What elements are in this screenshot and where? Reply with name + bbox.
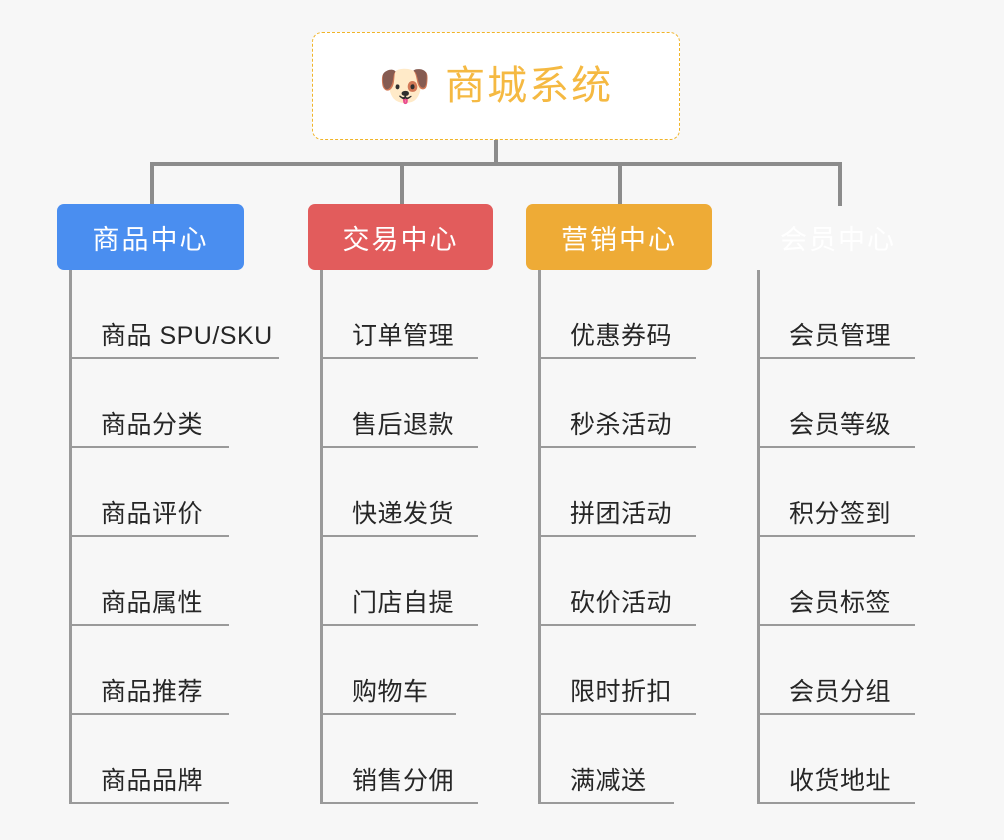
connector-horizontal-bus (150, 162, 842, 166)
category-column-trade-center: 交易中心订单管理售后退款快递发货门店自提购物车销售分佣 (308, 204, 493, 804)
leaf-item-underline (760, 535, 915, 537)
leaf-item[interactable]: 商品分类 (72, 359, 273, 448)
leaf-list-product-center: 商品 SPU/SKU 商品分类商品评价商品属性商品推荐商品品牌 (69, 270, 279, 804)
leaf-item-label: 商品属性 (101, 589, 204, 617)
leaf-item[interactable]: 快递发货 (323, 448, 493, 537)
leaf-list-member-center: 会员管理会员等级积分签到会员标签会员分组收货地址 (757, 270, 931, 804)
leaf-item-underline (72, 357, 279, 359)
leaf-item-label: 砍价活动 (570, 589, 673, 617)
leaf-item-label: 满减送 (570, 767, 647, 795)
category-column-member-center: 会员中心会员管理会员等级积分签到会员标签会员分组收货地址 (745, 204, 931, 804)
leaf-item-underline (323, 802, 478, 804)
leaf-item[interactable]: 售后退款 (323, 359, 493, 448)
leaf-item-label: 订单管理 (352, 322, 455, 350)
leaf-item[interactable]: 门店自提 (323, 537, 493, 626)
leaf-item-label: 拼团活动 (570, 500, 673, 528)
leaf-item[interactable]: 优惠券码 (541, 270, 712, 359)
leaf-item[interactable]: 限时折扣 (541, 626, 712, 715)
leaf-item[interactable]: 会员管理 (760, 270, 931, 359)
leaf-item-label: 会员管理 (789, 322, 892, 350)
leaf-item-underline (72, 535, 229, 537)
connector-root-stub (494, 140, 498, 164)
dog-face-icon: 🐶 (378, 62, 432, 109)
leaf-item-underline (541, 357, 696, 359)
leaf-item-label: 收货地址 (789, 767, 892, 795)
leaf-item-label: 会员标签 (789, 589, 892, 617)
leaf-item-underline (760, 802, 915, 804)
leaf-item-label: 会员分组 (789, 678, 892, 706)
leaf-item[interactable]: 积分签到 (760, 448, 931, 537)
connector-drop-product (150, 162, 154, 206)
leaf-item-label: 销售分佣 (352, 767, 455, 795)
leaf-item-underline (72, 446, 229, 448)
leaf-item-underline (760, 624, 915, 626)
leaf-item[interactable]: 会员分组 (760, 626, 931, 715)
leaf-item[interactable]: 会员标签 (760, 537, 931, 626)
leaf-item[interactable]: 拼团活动 (541, 448, 712, 537)
leaf-item-label: 商品分类 (101, 411, 204, 439)
leaf-item[interactable]: 会员等级 (760, 359, 931, 448)
leaf-item-label: 商品 SPU/SKU (101, 322, 273, 350)
leaf-item-underline (760, 713, 915, 715)
leaf-item[interactable]: 商品评价 (72, 448, 273, 537)
root-node-shop-system[interactable]: 🐶 商城系统 (312, 32, 680, 140)
leaf-item-underline (323, 713, 456, 715)
leaf-item[interactable]: 商品 SPU/SKU (72, 270, 279, 359)
leaf-item-label: 商品评价 (101, 500, 204, 528)
connector-drop-marketing (618, 162, 622, 206)
leaf-item[interactable]: 订单管理 (323, 270, 493, 359)
leaf-item-underline (72, 713, 229, 715)
leaf-item-underline (541, 535, 696, 537)
leaf-item-label: 积分签到 (789, 500, 892, 528)
leaf-item-underline (541, 624, 696, 626)
leaf-item-label: 限时折扣 (570, 678, 673, 706)
leaf-item[interactable]: 购物车 (323, 626, 493, 715)
leaf-item-underline (72, 802, 229, 804)
category-header-product-center[interactable]: 商品中心 (57, 204, 244, 270)
leaf-item-label: 秒杀活动 (570, 411, 673, 439)
leaf-item-label: 优惠券码 (570, 322, 673, 350)
leaf-item-underline (72, 624, 229, 626)
leaf-list-marketing-center: 优惠券码秒杀活动拼团活动砍价活动限时折扣满减送 (538, 270, 712, 804)
leaf-item-label: 购物车 (352, 678, 429, 706)
leaf-item-underline (760, 357, 915, 359)
leaf-item-underline (541, 446, 696, 448)
leaf-item-underline (323, 624, 478, 626)
category-column-marketing-center: 营销中心优惠券码秒杀活动拼团活动砍价活动限时折扣满减送 (526, 204, 712, 804)
leaf-item-underline (760, 446, 915, 448)
leaf-item[interactable]: 砍价活动 (541, 537, 712, 626)
leaf-item-label: 商品推荐 (101, 678, 204, 706)
leaf-item[interactable]: 销售分佣 (323, 715, 493, 804)
leaf-item-underline (323, 357, 478, 359)
leaf-item[interactable]: 满减送 (541, 715, 712, 804)
leaf-item-label: 商品品牌 (101, 767, 204, 795)
category-header-member-center[interactable]: 会员中心 (780, 224, 896, 255)
leaf-item-underline (541, 802, 674, 804)
leaf-item[interactable]: 秒杀活动 (541, 359, 712, 448)
leaf-item[interactable]: 商品属性 (72, 537, 273, 626)
leaf-list-trade-center: 订单管理售后退款快递发货门店自提购物车销售分佣 (320, 270, 493, 804)
leaf-item-label: 售后退款 (352, 411, 455, 439)
connector-drop-trade (400, 162, 404, 206)
leaf-item[interactable]: 收货地址 (760, 715, 931, 804)
connector-drop-member (838, 162, 842, 206)
leaf-item[interactable]: 商品品牌 (72, 715, 273, 804)
root-node-title: 商城系统 (445, 64, 614, 108)
leaf-item-label: 门店自提 (352, 589, 455, 617)
leaf-item-underline (541, 713, 696, 715)
leaf-item[interactable]: 商品推荐 (72, 626, 273, 715)
category-column-product-center: 商品中心商品 SPU/SKU 商品分类商品评价商品属性商品推荐商品品牌 (57, 204, 279, 804)
category-header-trade-center[interactable]: 交易中心 (308, 204, 493, 270)
leaf-item-label: 快递发货 (352, 500, 455, 528)
leaf-item-label: 会员等级 (789, 411, 892, 439)
leaf-item-underline (323, 535, 478, 537)
leaf-item-underline (323, 446, 478, 448)
category-header-marketing-center[interactable]: 营销中心 (526, 204, 712, 270)
